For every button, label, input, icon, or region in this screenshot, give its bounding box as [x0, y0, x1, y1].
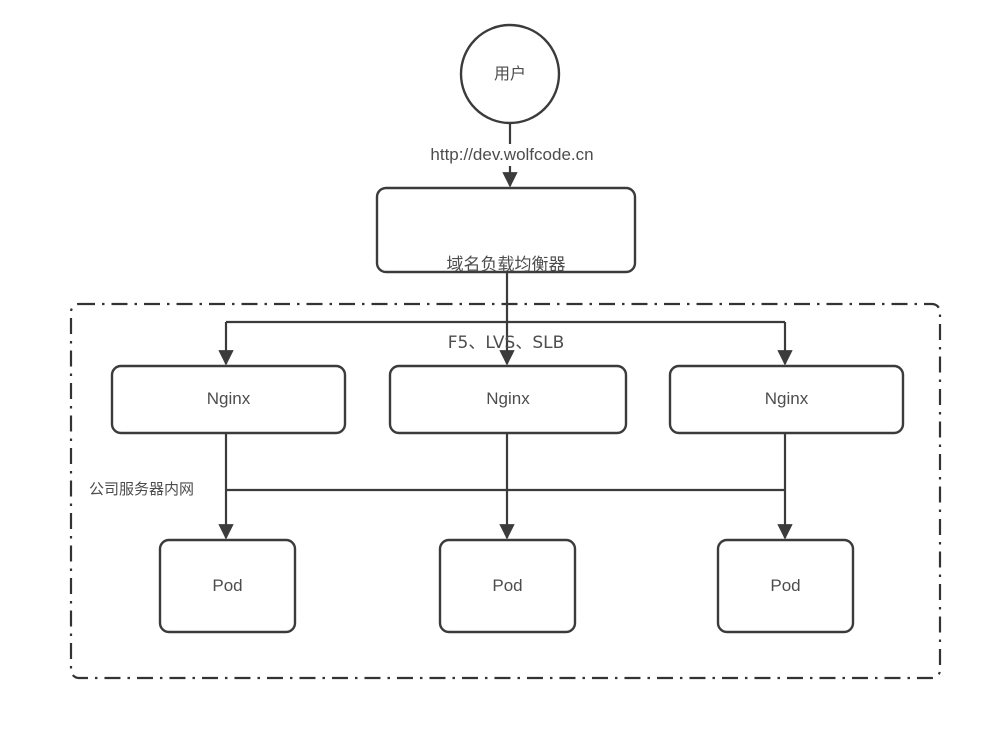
nginx-node-1-shape	[110, 364, 347, 435]
user-node-shape	[459, 23, 561, 125]
pod-node-1-shape	[158, 538, 297, 634]
nginx-node-3-shape	[668, 364, 905, 435]
load-balancer-node-shape	[375, 186, 637, 274]
nginx-node-2-shape	[388, 364, 628, 435]
pod-node-3-shape	[716, 538, 855, 634]
pod-node-2-shape	[438, 538, 577, 634]
intranet-zone-border	[69, 302, 942, 680]
